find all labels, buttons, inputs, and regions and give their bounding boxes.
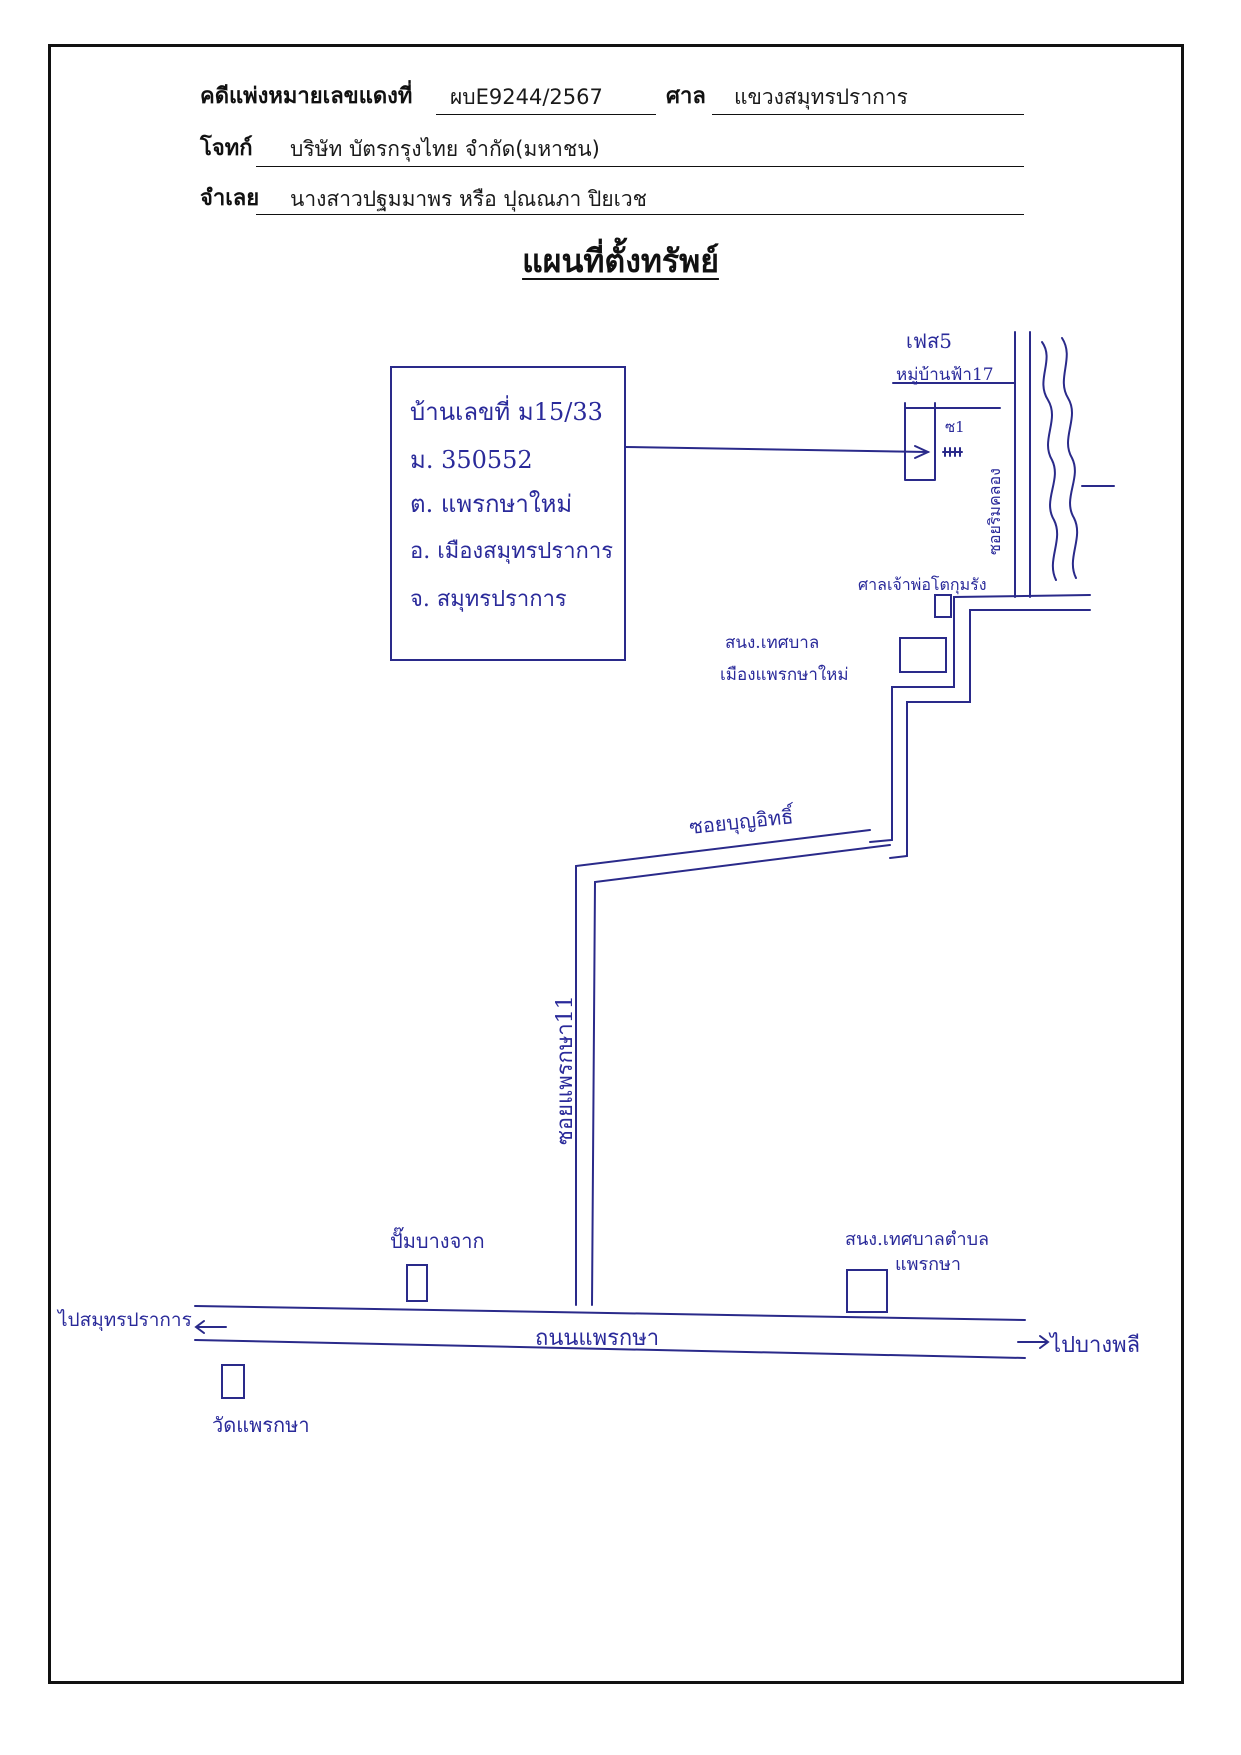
case-number: ผบE9244/2567 bbox=[450, 85, 603, 109]
diagonal-soi-upper bbox=[575, 829, 871, 1306]
property-lines bbox=[904, 402, 1001, 481]
label-right-soi: ซอยริมคลอง bbox=[985, 468, 1004, 555]
main-road bbox=[194, 1305, 1026, 1359]
plaintiff-label: โจทก์ bbox=[200, 136, 253, 161]
defendant-name: นางสาวปฐมมาพร หรือ ปุณณภา ปิยเวช bbox=[290, 187, 647, 211]
arrow-right bbox=[1017, 1335, 1050, 1349]
address-line-3: ต. แพรกษาใหม่ bbox=[410, 490, 572, 518]
document-frame bbox=[48, 44, 1184, 1684]
property-hatch bbox=[942, 447, 963, 457]
health-center-box bbox=[899, 637, 947, 673]
label-small-road: ซ1 bbox=[945, 418, 965, 436]
label-to-right: ไปบางพลี bbox=[1048, 1332, 1140, 1358]
canal-wave-2 bbox=[1061, 337, 1079, 579]
label-office-1b: เมืองแพรกษาใหม่ bbox=[720, 664, 849, 685]
case-number-rule bbox=[436, 114, 656, 115]
label-main-road: ถนนแพรกษา bbox=[535, 1326, 659, 1351]
shrine-box bbox=[934, 594, 952, 618]
label-phase: เฟส5 bbox=[906, 329, 952, 353]
label-office-1a: สนง.เทศบาล bbox=[725, 633, 819, 653]
court-rule bbox=[712, 114, 1024, 115]
label-to-left: ไปสมุทรปราการ bbox=[56, 1309, 192, 1332]
label-vertical-soi: ซอยแพรกษา11 bbox=[553, 995, 578, 1145]
stepped-road-outer bbox=[869, 594, 1091, 843]
label-gas-station: ปั๊มบางจาก bbox=[390, 1226, 485, 1253]
case-label: คดีแพ่งหมายเลขแดงที่ bbox=[200, 84, 413, 109]
temple-box bbox=[221, 1364, 245, 1399]
case-line: คดีแพ่งหมายเลขแดงที่ ผบE9244/2567 ศาล แข… bbox=[200, 82, 908, 112]
defendant-rule bbox=[256, 214, 1024, 215]
address-line-4: อ. เมืองสมุทรปราการ bbox=[410, 539, 613, 564]
plaintiff-rule bbox=[256, 166, 1024, 167]
label-temple: วัดแพรกษา bbox=[212, 1413, 310, 1437]
right-vertical-road bbox=[1014, 331, 1031, 598]
page-title: แผนที่ตั้งทรัพย์ bbox=[522, 242, 719, 280]
address-line-5: จ. สมุทรปราการ bbox=[410, 587, 567, 612]
municipal-office-box bbox=[846, 1269, 888, 1313]
label-office-2b: แพรกษา bbox=[895, 1254, 961, 1275]
address-connector bbox=[624, 446, 929, 453]
court-name: แขวงสมุทรปราการ bbox=[734, 85, 908, 109]
label-diagonal-soi: ซอยบุญอิทธิ์ bbox=[688, 801, 797, 840]
stepped-road-inner bbox=[889, 609, 1091, 859]
arrow-left bbox=[194, 1320, 227, 1334]
address-line-2: ม. 350552 bbox=[410, 446, 533, 474]
address-box bbox=[390, 366, 626, 661]
connector-arrowhead bbox=[914, 445, 931, 459]
plaintiff-name: บริษัท บัตรกรุงไทย จำกัด(มหาชน) bbox=[290, 137, 600, 161]
address-line-1: บ้านเลขที่ ม15/33 bbox=[410, 395, 603, 426]
plaintiff-line: โจทก์ บริษัท บัตรกรุงไทย จำกัด(มหาชน) bbox=[200, 134, 600, 164]
label-shrine: ศาลเจ้าพ่อโตกุมรัง bbox=[858, 575, 987, 595]
defendant-line: จำเลย นางสาวปฐมมาพร หรือ ปุณณภา ปิยเวช bbox=[200, 184, 647, 214]
canal-wave-1 bbox=[1041, 341, 1059, 581]
label-office-2a: สนง.เทศบาลตำบล bbox=[845, 1229, 989, 1250]
court-label: ศาล bbox=[666, 84, 706, 109]
diagonal-soi-lower bbox=[591, 844, 891, 1306]
gas-station-box bbox=[406, 1264, 428, 1302]
defendant-label: จำเลย bbox=[200, 186, 260, 211]
label-village: หมู่บ้านฟ้า17 bbox=[896, 365, 994, 385]
